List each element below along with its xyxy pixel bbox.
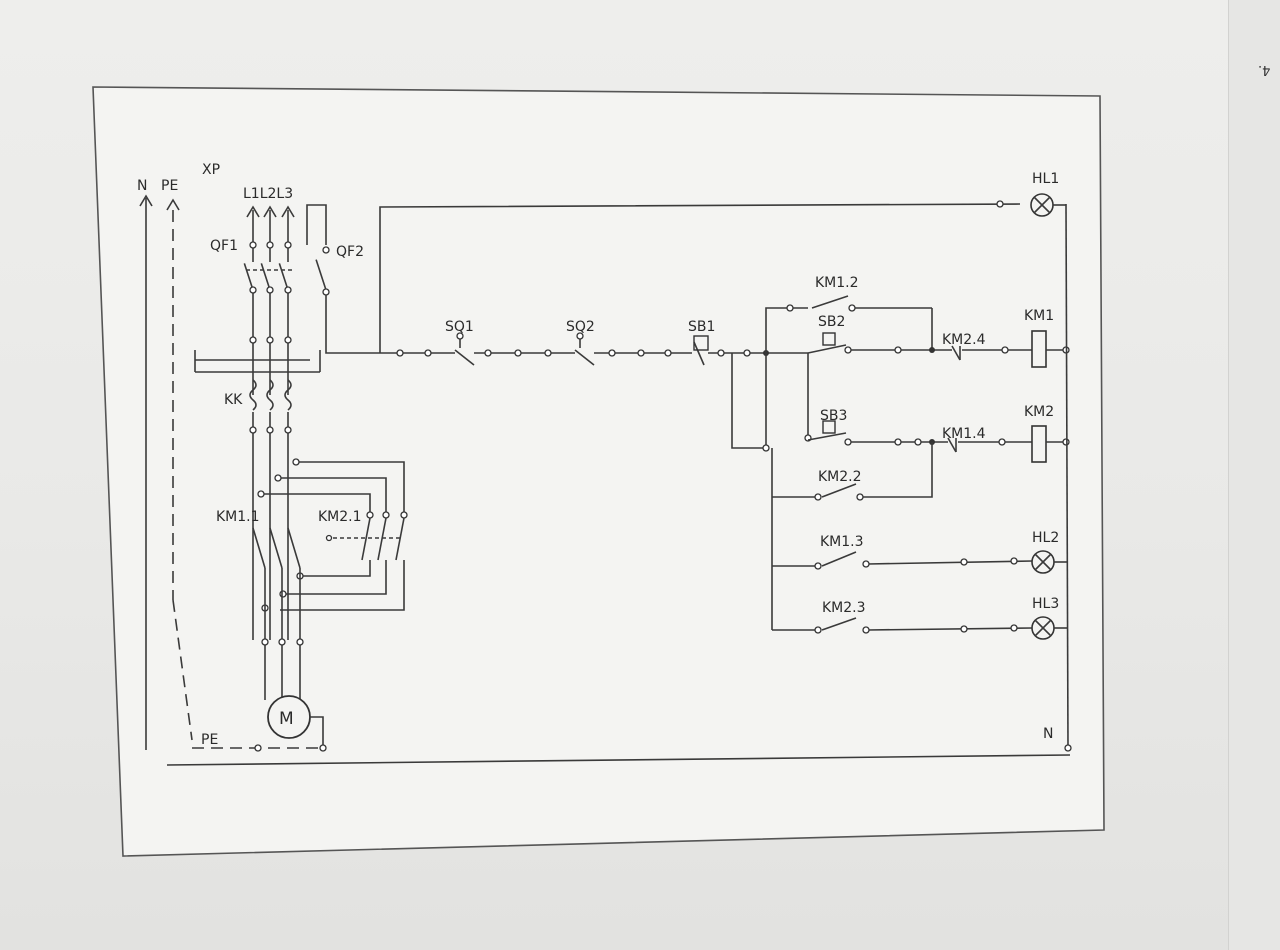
motor	[267, 695, 327, 752]
sb1-label: SB1	[688, 319, 715, 335]
km1-3-label: KM1.3	[820, 534, 864, 550]
km1-4-label: KM1.4	[942, 426, 986, 442]
kk-label: KK	[224, 392, 243, 408]
sq1-label: SQ1	[445, 319, 474, 335]
km2-2-label: KM2.2	[818, 469, 862, 485]
km2-1-label: KM2.1	[318, 509, 362, 525]
sb3-label: SB3	[820, 408, 847, 424]
lamp-hl2	[1031, 550, 1067, 574]
qf2-label: QF2	[336, 244, 364, 260]
qf1-nodes	[249, 241, 292, 344]
reversing-bridge	[257, 458, 408, 611]
next-page-edge	[1228, 0, 1280, 950]
pe-label: PE	[161, 178, 178, 194]
km2-4-label: KM2.4	[942, 332, 986, 348]
phase-labels: L1L2L3	[243, 186, 293, 202]
qf1-label: QF1	[210, 238, 238, 254]
hl3-label: HL3	[1032, 596, 1059, 612]
neutral-label: N	[137, 178, 147, 194]
bottom-frame-line	[166, 754, 1071, 766]
control-wiring	[379, 200, 1072, 752]
supply-lines	[139, 194, 193, 750]
km1-1-contacts	[252, 527, 304, 700]
qf2-branch	[306, 204, 400, 354]
sb2-label: SB2	[818, 314, 845, 330]
motor-symbol: M	[279, 709, 294, 729]
hl2-label: HL2	[1032, 530, 1059, 546]
lamp-hl1	[1030, 193, 1066, 217]
km1-coil-label: KM1	[1024, 308, 1054, 324]
km1-1-label: KM1.1	[216, 509, 260, 525]
km2-3-label: KM2.3	[822, 600, 866, 616]
outer-frame	[92, 86, 1105, 857]
lamp-hl3	[1031, 616, 1067, 640]
pe-bottom	[192, 744, 323, 752]
sq2-label: SQ2	[566, 319, 595, 335]
pe-bottom-label: PE	[201, 732, 218, 748]
km1-2-label: KM1.2	[815, 275, 859, 291]
connector-label: XP	[202, 162, 220, 178]
neutral-return-label: N	[1043, 726, 1053, 742]
km2-coil-label: KM2	[1024, 404, 1054, 420]
hl1-label: HL1	[1032, 171, 1059, 187]
kk-heaters	[249, 379, 292, 640]
